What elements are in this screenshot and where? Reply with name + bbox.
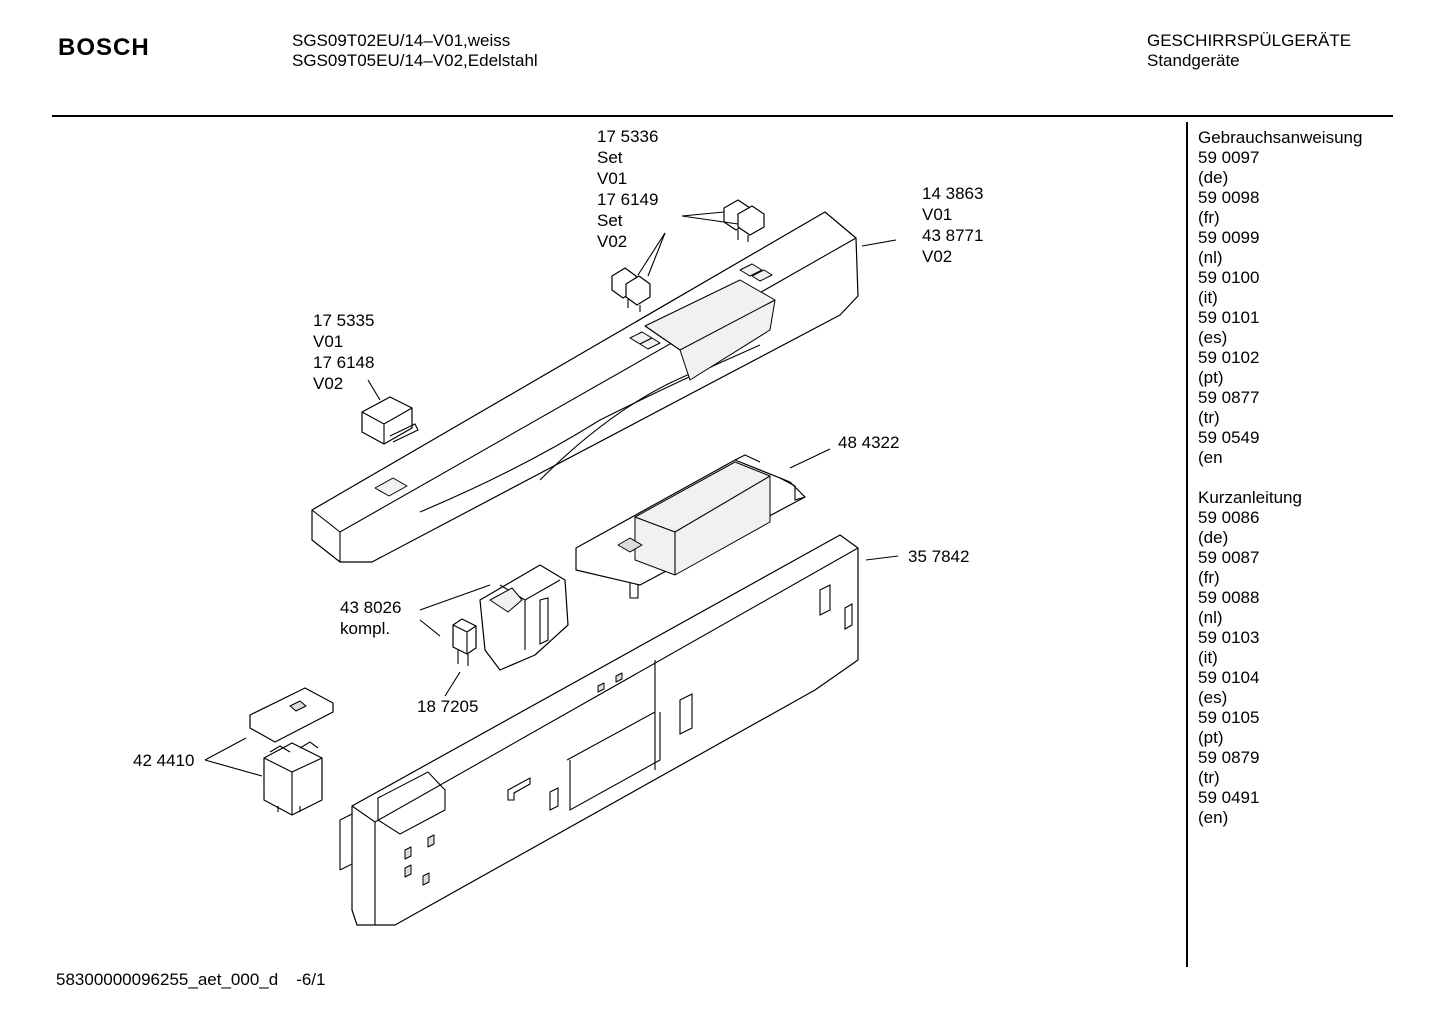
brand-logo: BOSCH: [58, 34, 150, 61]
switch-assembly-part: [479, 564, 569, 671]
doc-entry: 59 0104: [1198, 668, 1260, 687]
doc-entry: 59 0105: [1198, 708, 1260, 727]
callout-text: kompl.: [340, 619, 390, 638]
drawing-footer: 58300000096255_aet_000_d -6/1: [56, 970, 325, 990]
doc-entry: (es): [1198, 328, 1228, 347]
doc-group-quick-guide: Kurzanleitung 59 0086 (de) 59 0087 (fr) …: [1198, 488, 1362, 828]
doc-entry: (nl): [1198, 608, 1223, 627]
doc-entry: 59 0088: [1198, 588, 1260, 607]
model-line-2: SGS09T05EU/14–V02,Edelstahl: [292, 51, 538, 70]
doc-entry: (de): [1198, 168, 1229, 187]
doc-entry: 59 0086: [1198, 508, 1260, 527]
exploded-parts-drawing: 17 5336 Set V01 17 6149 Set V02 14 3863 …: [133, 127, 983, 926]
doc-entry: 59 0102: [1198, 348, 1260, 367]
callout-switch: 43 8026 kompl.: [340, 598, 401, 638]
doc-entry: 59 0103: [1198, 628, 1260, 647]
documentation-list: Gebrauchsanweisung 59 0097 (de) 59 0098 …: [1198, 128, 1362, 848]
doc-group-user-manual: Gebrauchsanweisung 59 0097 (de) 59 0098 …: [1198, 128, 1362, 468]
leader-lines: [204, 211, 899, 777]
header-divider: [52, 115, 1393, 117]
doc-entry: 59 0879: [1198, 748, 1260, 767]
callout-text: Set: [597, 211, 623, 230]
sidebar-divider: [1186, 122, 1188, 967]
doc-entry: 59 0877: [1198, 388, 1260, 407]
doc-entry: (pt): [1198, 728, 1224, 747]
callout-text: V02: [313, 374, 343, 393]
doc-entry: (it): [1198, 648, 1218, 667]
doc-entry: (fr): [1198, 568, 1220, 587]
doc-group-title: Kurzanleitung: [1198, 488, 1302, 507]
doc-entry: 59 0101: [1198, 308, 1260, 327]
terminal-block-part: [249, 687, 334, 816]
doc-entry: 59 0491: [1198, 788, 1260, 807]
capacitor-part: [452, 618, 477, 666]
callout-capacitor: 18 7205: [417, 697, 478, 716]
callout-terminal: 42 4410: [133, 751, 194, 770]
callout-cover: 17 5335 V01 17 6148 V02: [313, 311, 374, 393]
callout-text: 17 6149: [597, 190, 658, 209]
electronic-module-part: [575, 454, 806, 599]
doc-entry: (pt): [1198, 368, 1224, 387]
callout-text: 17 6148: [313, 353, 374, 372]
doc-entry: 59 0087: [1198, 548, 1260, 567]
callout-module: 48 4322: [838, 433, 899, 452]
callout-text: 17 5335: [313, 311, 374, 330]
appliance-category: GESCHIRRSPÜLGERÄTE Standgeräte: [1147, 31, 1351, 71]
callout-button-set: 17 5336 Set V01 17 6149 Set V02: [597, 127, 658, 251]
button-set-part: [611, 199, 765, 312]
doc-entry: (en): [1198, 808, 1229, 827]
carrier-frame-part: [339, 534, 859, 926]
model-numbers: SGS09T02EU/14–V01,weiss SGS09T05EU/14–V0…: [292, 31, 538, 71]
callout-text: V02: [597, 232, 627, 251]
callout-text: 14 3863: [922, 184, 983, 203]
callout-text: V01: [313, 332, 343, 351]
doc-entry: (en: [1198, 448, 1223, 467]
drawing-id: 58300000096255_aet_000_d: [56, 970, 279, 989]
callout-text: 43 8771: [922, 226, 983, 245]
callout-text: V01: [922, 205, 952, 224]
doc-entry: 59 0099: [1198, 228, 1260, 247]
doc-entry: 59 0100: [1198, 268, 1260, 287]
callout-text: Set: [597, 148, 623, 167]
doc-entry: (es): [1198, 688, 1228, 707]
cover-clip-part: [361, 396, 419, 445]
callout-panel: 14 3863 V01 43 8771 V02: [922, 184, 983, 266]
doc-entry: (de): [1198, 528, 1229, 547]
doc-entry: (nl): [1198, 248, 1223, 267]
model-line-1: SGS09T02EU/14–V01,weiss: [292, 31, 511, 50]
control-panel-part: [311, 211, 859, 563]
doc-group-title: Gebrauchsanweisung: [1198, 128, 1363, 147]
doc-entry: (it): [1198, 288, 1218, 307]
doc-entry: 59 0097: [1198, 148, 1260, 167]
callout-text: V01: [597, 169, 627, 188]
doc-entry: (tr): [1198, 408, 1220, 427]
doc-entry: 59 0549: [1198, 428, 1260, 447]
page-number: -6/1: [296, 970, 326, 989]
category-line-2: Standgeräte: [1147, 51, 1240, 70]
doc-entry: 59 0098: [1198, 188, 1260, 207]
callout-text: V02: [922, 247, 952, 266]
callout-text: 43 8026: [340, 598, 401, 617]
doc-entry: (tr): [1198, 768, 1220, 787]
doc-entry: (fr): [1198, 208, 1220, 227]
callout-text: 17 5336: [597, 127, 658, 146]
callout-carrier: 35 7842: [908, 547, 969, 566]
category-line-1: GESCHIRRSPÜLGERÄTE: [1147, 31, 1352, 50]
